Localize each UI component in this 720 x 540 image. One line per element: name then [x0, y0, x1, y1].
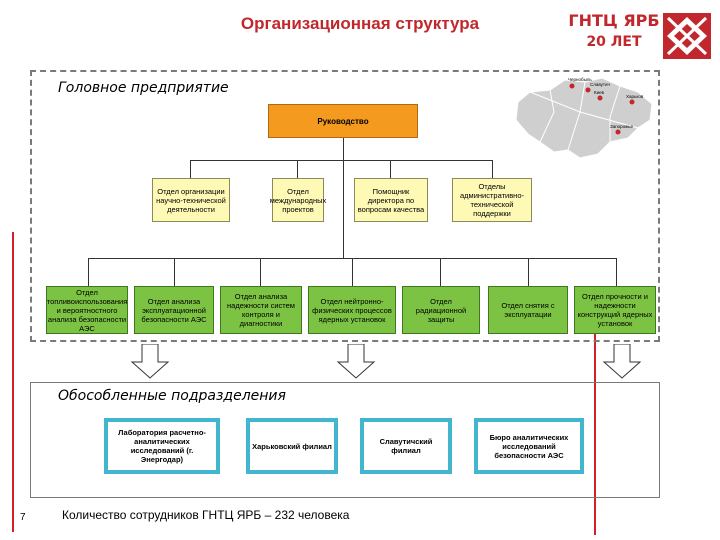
- dept-box-level2: Отделы административно-технической подде…: [452, 178, 532, 222]
- connector-line: [492, 160, 493, 178]
- ukraine-map: Чернобыль Киев Харьков Славутич Запорожь…: [515, 77, 653, 159]
- dept-box-level2: Помощник директора по вопросам качества: [354, 178, 428, 222]
- map-city-label: Харьков: [626, 94, 644, 99]
- staff-count-text: Количество сотрудников ГНТЦ ЯРБ – 232 че…: [62, 508, 350, 522]
- connector-line: [174, 258, 175, 286]
- connector-line: [390, 160, 391, 178]
- left-accent-bar: [12, 232, 14, 532]
- connector-line: [528, 258, 529, 286]
- branch-box: Харьковский филиал: [246, 418, 338, 474]
- dept-box-level3: Отдел снятия с эксплуатации: [488, 286, 568, 334]
- down-arrow-icon: [130, 344, 170, 379]
- logo-name: ГНТЦ ЯРБ: [568, 11, 660, 30]
- right-accent-bar: [594, 325, 596, 535]
- dept-box-level3: Отдел анализа надежности систем контроля…: [220, 286, 302, 334]
- dept-box-level3: Отдел прочности и надежности конструкций…: [574, 286, 656, 334]
- logo-years: 20 ЛЕТ: [586, 34, 642, 50]
- dept-box-level3: Отдел радиационной защиты: [402, 286, 480, 334]
- branch-box: Бюро аналитических исследований безопасн…: [474, 418, 584, 474]
- connector-line: [343, 138, 344, 258]
- management-box: Руководство: [268, 104, 418, 138]
- branch-box: Лаборатория расчетно-аналитических иссле…: [104, 418, 220, 474]
- page-title: Организационная структура: [240, 14, 480, 33]
- down-arrow-icon: [602, 344, 642, 379]
- page-number: 7: [20, 512, 26, 523]
- dept-box-level3: Отдел нейтронно-физических процессов яде…: [308, 286, 396, 334]
- head-section-frame: [30, 70, 660, 342]
- connector-line: [88, 258, 89, 286]
- connector-line: [190, 160, 191, 178]
- dept-box-level2: Отдел международных проектов: [270, 178, 326, 222]
- connector-line: [352, 258, 353, 286]
- branch-section-frame: [30, 382, 660, 498]
- connector-line: [616, 258, 617, 286]
- branch-section-label: Обособленные подразделения: [58, 388, 286, 404]
- map-city-label: Славутич: [590, 82, 610, 87]
- dept-box-level3: Отдел анализа эксплуатационной безопасно…: [134, 286, 214, 334]
- dept-box-level2: Отдел организации научно-технической дея…: [152, 178, 230, 222]
- branch-box: Славутичский филиал: [360, 418, 452, 474]
- down-arrow-icon: [336, 344, 376, 379]
- connector-line: [260, 258, 261, 286]
- map-city-label: Киев: [594, 90, 605, 95]
- head-section-label: Головное предприятие: [58, 80, 229, 96]
- map-city-label: Чернобыль: [568, 77, 592, 82]
- connector-line: [297, 160, 298, 178]
- map-city-label: Запорожье: [610, 124, 633, 129]
- logo-emblem-icon: [663, 13, 711, 59]
- connector-line: [440, 258, 441, 286]
- dept-box-level3: Отдел топливоиспользования и вероятностн…: [46, 286, 128, 334]
- connector-line: [190, 160, 493, 161]
